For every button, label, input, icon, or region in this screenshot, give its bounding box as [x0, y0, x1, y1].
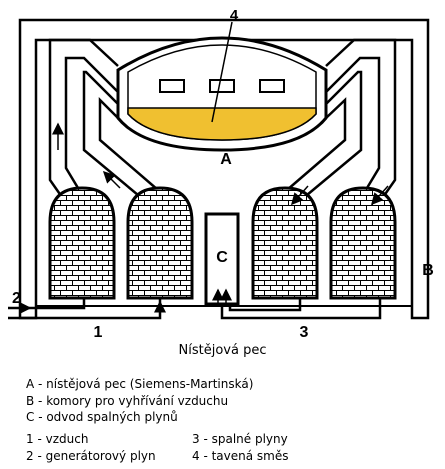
arrow-left-diag — [102, 170, 121, 189]
legend-item-1: 1 - vzduch — [26, 432, 89, 446]
left-duct-2-inner — [98, 96, 159, 191]
pipe-gas-in — [8, 298, 86, 310]
chamber-3 — [251, 186, 319, 300]
label-1: 1 — [94, 324, 103, 340]
diagram-title: Nístějová pec — [178, 343, 267, 358]
pipe-exhaust-2 — [228, 298, 302, 312]
legend-item-3: 3 - spalné plyny — [192, 432, 288, 446]
left-duct-outer — [48, 38, 119, 201]
left-duct-2-outer — [82, 70, 145, 201]
molten-charge — [127, 107, 317, 141]
label-4: 4 — [230, 7, 239, 24]
legend-item-4: 4 - tavená směs — [192, 448, 289, 463]
label-C: C — [216, 249, 228, 266]
leader-4 — [211, 21, 233, 123]
vault-port-3 — [259, 79, 285, 93]
pipe-exhaust — [220, 298, 382, 320]
chamber-4 — [329, 186, 397, 300]
label-A: A — [220, 151, 232, 168]
label-2: 2 — [12, 290, 21, 307]
vault-port-1 — [159, 79, 185, 93]
arrow-right-diag-2 — [371, 185, 389, 206]
furnace-diagram: 4 A C B 2 1 3 — [8, 7, 434, 340]
label-3: 3 — [300, 324, 309, 340]
legend-letters: A - nístějová pec (Siemens-Martinská) B … — [26, 376, 253, 426]
legend-item-c: C - odvod spalných plynů — [26, 410, 178, 424]
vault-port-2 — [209, 79, 235, 93]
right-duct-inner — [325, 56, 381, 199]
arrow-right-diag-1 — [291, 185, 309, 206]
left-duct-inner — [64, 56, 119, 199]
right-duct-2-inner — [286, 97, 347, 191]
right-duct-2-outer — [300, 70, 363, 201]
legend-numbers-left: 1 - vzduch 2 - generátorový plyn — [26, 431, 156, 464]
legend-item-a: A - nístějová pec (Siemens-Martinská) — [26, 377, 254, 391]
chamber-2 — [126, 186, 194, 300]
label-B: B — [422, 262, 434, 279]
legend-item-b: B - komory pro vyhřívání vzduchu — [26, 393, 229, 408]
legend-item-2: 2 - generátorový plyn — [26, 448, 156, 463]
legend-numbers-right: 3 - spalné plyny 4 - tavená směs — [192, 431, 289, 464]
right-duct-outer — [325, 38, 397, 201]
chamber-1 — [48, 186, 116, 300]
